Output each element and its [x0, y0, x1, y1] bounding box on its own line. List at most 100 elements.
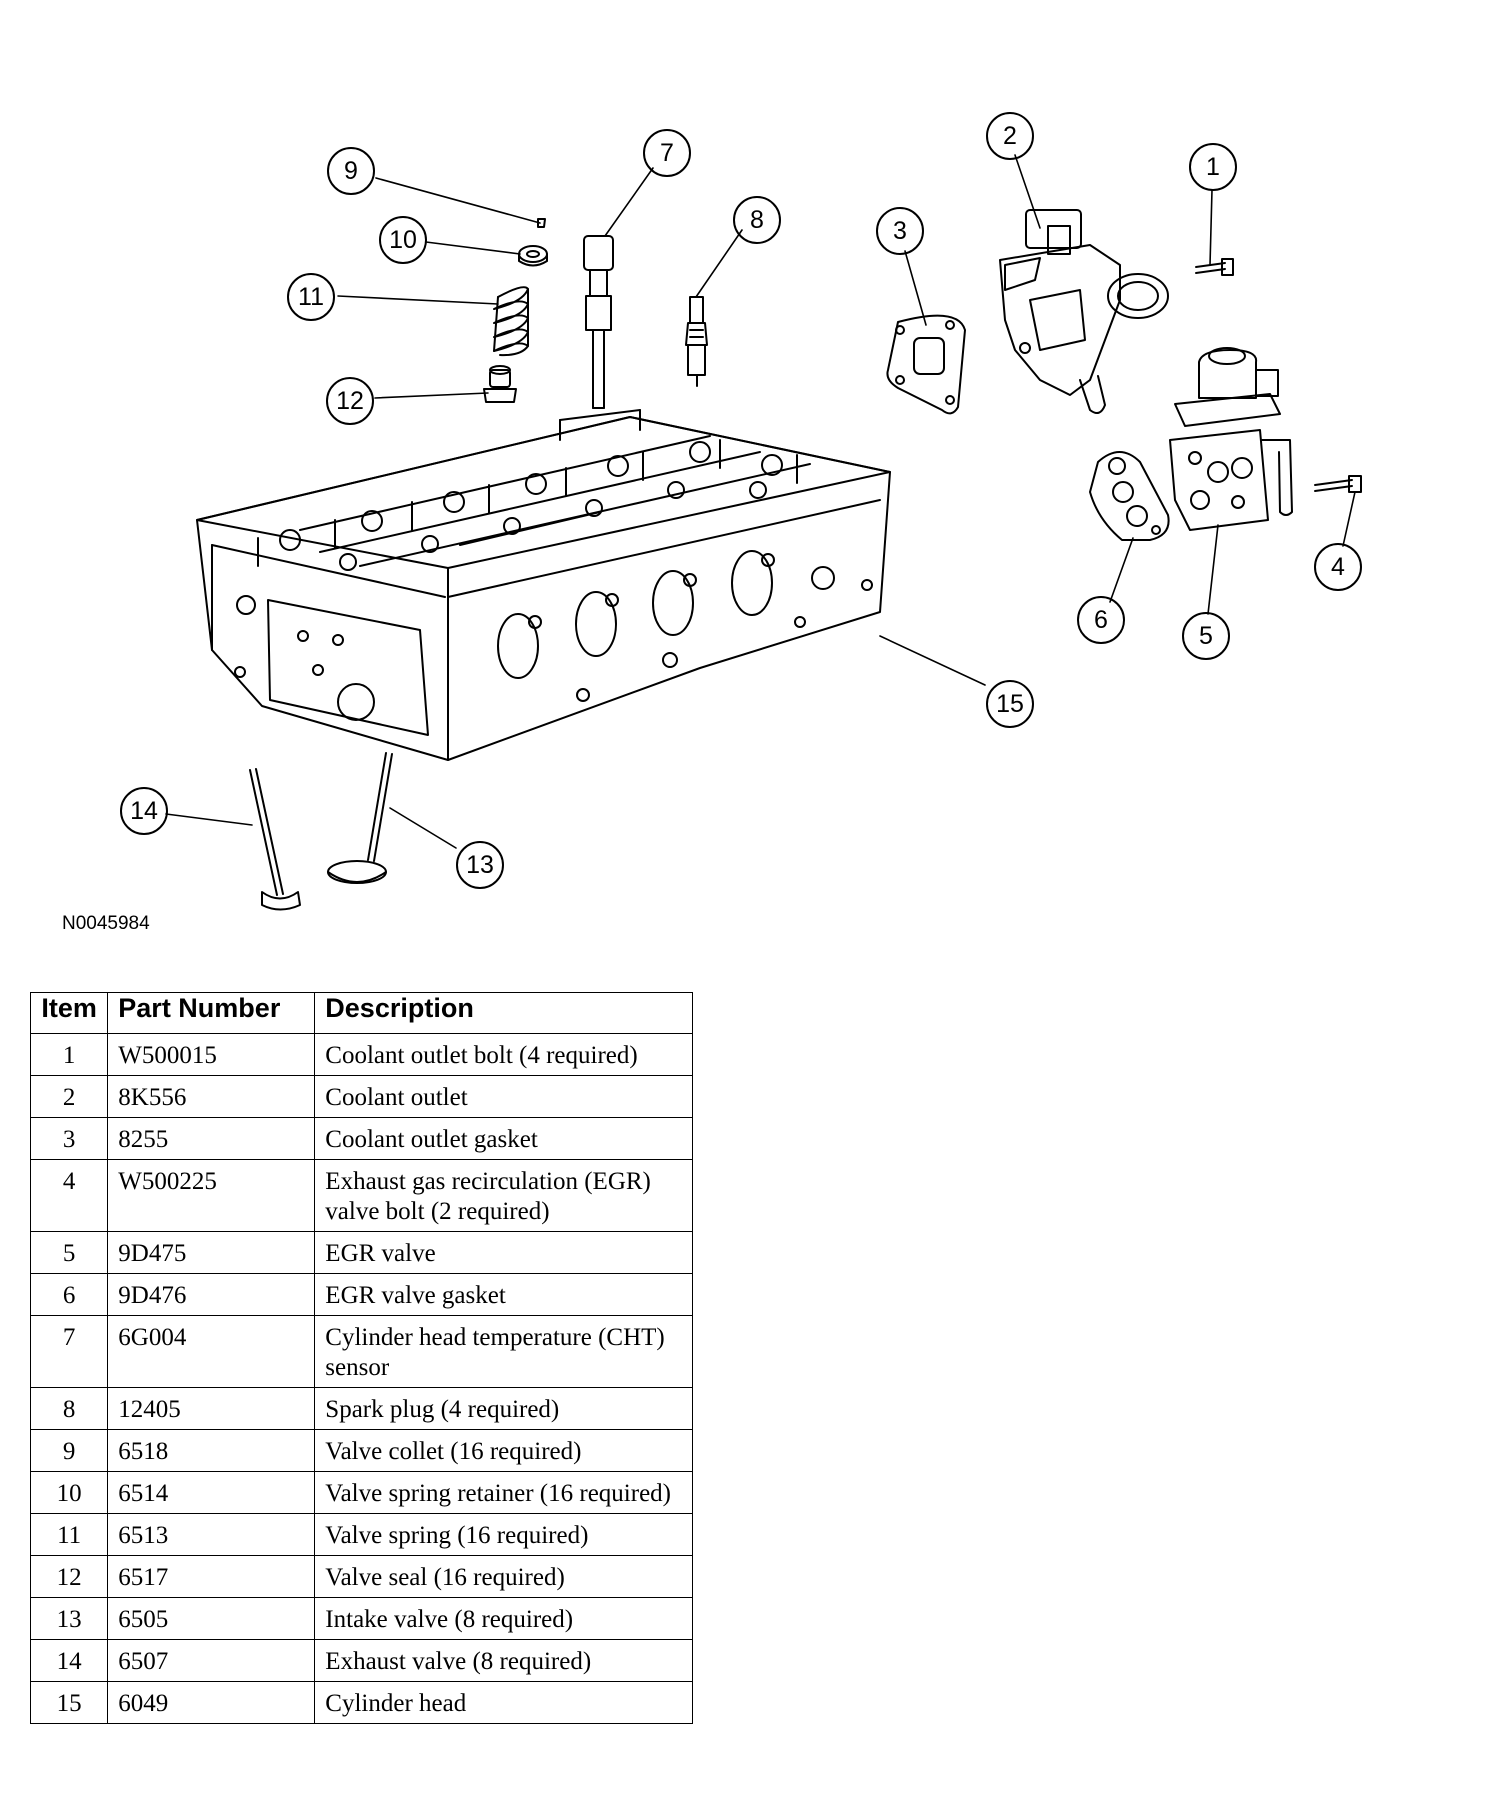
callout-5-circle: [1182, 612, 1230, 660]
callout-8-circle: [733, 196, 781, 244]
header-item: Item: [29, 992, 109, 1034]
description-cell: Exhaust valve (8 required): [314, 1639, 693, 1682]
callout-3-label: 3: [893, 217, 907, 245]
item-cell: 3: [29, 1117, 109, 1160]
part-number-cell: 6G004: [107, 1315, 316, 1388]
egr-valve-gasket-drawing: [1089, 451, 1170, 541]
callout-9-circle: [327, 147, 375, 195]
part-number-cell: 6514: [107, 1471, 316, 1514]
callout-15-circle: [986, 680, 1034, 728]
part-number-cell: 6049: [107, 1681, 316, 1724]
callout-14-label: 14: [130, 797, 158, 825]
item-cell: 8: [29, 1387, 109, 1430]
description-cell: Cylinder head temperature (CHT) sensor: [314, 1315, 693, 1388]
part-number-cell: W500015: [107, 1033, 316, 1076]
description-cell: Valve spring retainer (16 required): [314, 1471, 693, 1514]
part-number-cell: 6505: [107, 1597, 316, 1640]
spark-plug-drawing: [685, 296, 708, 387]
valve-spring-drawing: [493, 286, 529, 357]
callout-14-circle: [120, 787, 168, 835]
cylinder-head-drawing: [196, 409, 891, 761]
callout-11-circle: [287, 273, 335, 321]
cht-sensor-drawing: [583, 235, 614, 409]
callout-12-circle: [326, 377, 374, 425]
intake-valve-drawing: [327, 752, 393, 884]
item-cell: 6: [29, 1273, 109, 1316]
item-cell: 9: [29, 1429, 109, 1472]
item-cell: 12: [29, 1555, 109, 1598]
exploded-parts-diagram: 1 2 3 4 5 6 7 8 9 10 11 12 13 14 15: [120, 112, 1362, 911]
item-cell: 7: [29, 1315, 109, 1388]
callout-1-circle: [1189, 143, 1237, 191]
callout-4-label: 4: [1331, 553, 1345, 581]
callout-1-label: 1: [1206, 153, 1220, 181]
part-number-cell: W500225: [107, 1159, 316, 1232]
header-part-number: Part Number: [107, 992, 316, 1034]
coolant-outlet-drawing: [999, 209, 1169, 415]
callout-11-label: 11: [298, 283, 324, 311]
callout-6-label: 6: [1094, 606, 1108, 634]
callout-10-circle: [379, 216, 427, 264]
callout-6-circle: [1077, 596, 1125, 644]
description-cell: EGR valve: [314, 1231, 693, 1274]
coolant-outlet-bolt-drawing: [1195, 258, 1234, 276]
description-cell: Exhaust gas recirculation (EGR) valve bo…: [314, 1159, 693, 1232]
description-cell: Cylinder head: [314, 1681, 693, 1724]
item-cell: 5: [29, 1231, 109, 1274]
callout-15-label: 15: [996, 690, 1024, 718]
description-cell: Valve collet (16 required): [314, 1429, 693, 1472]
part-number-cell: 6518: [107, 1429, 316, 1472]
part-number-cell: 8K556: [107, 1075, 316, 1118]
description-cell: Coolant outlet: [314, 1075, 693, 1118]
part-number-cell: 8255: [107, 1117, 316, 1160]
callout-7-circle: [643, 129, 691, 177]
item-cell: 13: [29, 1597, 109, 1640]
description-cell: EGR valve gasket: [314, 1273, 693, 1316]
leader-lines: [165, 154, 1356, 849]
part-number-cell: 9D476: [107, 1273, 316, 1316]
header-description: Description: [314, 992, 693, 1034]
callout-8-label: 8: [750, 206, 764, 234]
part-number-cell: 6513: [107, 1513, 316, 1556]
callout-2-label: 2: [1003, 122, 1017, 150]
part-number-cell: 9D475: [107, 1231, 316, 1274]
part-number-cell: 12405: [107, 1387, 316, 1430]
item-cell: 1: [29, 1033, 109, 1076]
callout-7-label: 7: [660, 139, 674, 167]
part-number-cell: 6507: [107, 1639, 316, 1682]
table-header-row: Item Part Number Description: [29, 992, 693, 1034]
item-cell: 14: [29, 1639, 109, 1682]
item-cell: 10: [29, 1471, 109, 1514]
item-cell: 2: [29, 1075, 109, 1118]
callout-5-label: 5: [1199, 622, 1213, 650]
callout-12-label: 12: [336, 387, 364, 415]
callout-13-circle: [456, 841, 504, 889]
callout-3-circle: [876, 207, 924, 255]
callout-10-label: 10: [389, 226, 417, 254]
item-cell: 4: [29, 1159, 109, 1232]
figure-id: N0045984: [62, 913, 150, 934]
description-cell: Coolant outlet gasket: [314, 1117, 693, 1160]
item-cell: 15: [29, 1681, 109, 1724]
description-cell: Coolant outlet bolt (4 required): [314, 1033, 693, 1076]
valve-seal-drawing: [483, 365, 517, 403]
description-cell: Valve seal (16 required): [314, 1555, 693, 1598]
coolant-outlet-gasket-drawing: [886, 314, 966, 415]
callout-circles: [120, 112, 1362, 889]
valve-spring-retainer-drawing: [518, 245, 548, 267]
description-cell: Valve spring (16 required): [314, 1513, 693, 1556]
